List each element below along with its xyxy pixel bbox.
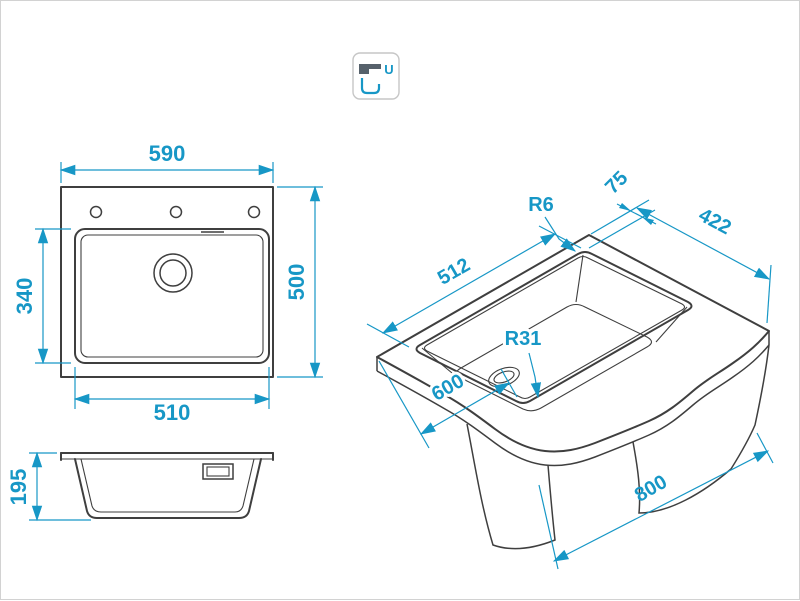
bowl-inner-line [80,234,264,358]
counter-section-icon [359,64,381,74]
mounting-type-icon: U [352,52,400,100]
leader-line [528,352,542,399]
dim-label-422: 422 [695,204,735,239]
dimension-line [635,207,771,280]
dim-bowl-depth: 340 [12,227,71,365]
leader-line [544,216,577,252]
extension-line [756,432,774,464]
dim-overall-depth: 500 [277,185,323,379]
dim-label-510: 510 [154,400,191,425]
drain-inner-circle [159,259,187,287]
dim-bowl-width: 510 [73,367,271,425]
mount-type-letter: U [384,62,393,77]
dim-label-75: 75 [601,167,632,198]
dim-rim-radius: R6 [525,191,577,252]
dim-label-195: 195 [6,469,31,506]
dim-label-r31: R31 [505,328,542,350]
faucet-hole-icon [169,205,183,219]
dim-bowl-radius: R31 [502,325,544,399]
overflow-box-outer [202,463,234,480]
overflow-box-inner [206,466,230,477]
dim-bowl-height: 195 [6,451,91,522]
arrowhead [642,217,654,225]
dim-label-r6: R6 [528,194,554,216]
cabinet-panel-left [466,423,556,550]
faucet-hole-icon [247,205,261,219]
bowl-rim-inner [423,255,686,400]
dim-rear-ledge: 75 [588,167,657,249]
extension-line [538,484,559,570]
top-view: 590 500 340 510 [12,141,323,425]
dimension-line [381,233,557,334]
dim-label-800: 800 [631,471,671,507]
bowl-outer-wall [74,458,262,519]
drain-outer-circle [153,253,193,293]
bowl-wall-edge [421,347,453,374]
dimension-line [552,450,770,562]
sink-outer-outline [60,186,274,378]
bowl-outline [74,228,270,364]
arrowhead [619,203,631,211]
dim-label-590: 590 [149,141,186,166]
bowl-inner-wall [80,458,255,513]
extension-line [766,264,772,324]
front-view: 195 [6,451,274,522]
bowl-bottom [455,303,653,412]
iso-view: 512 R6 75 422 R31 [366,167,774,570]
extension-line [538,225,582,249]
dimension-line [419,382,511,435]
extension-line [590,199,650,235]
dim-label-340: 340 [12,278,37,315]
extension-line [366,323,410,348]
dim-cabinet-width: 800 [538,432,774,570]
bowl-wall-edge [655,306,688,343]
faucet-hole-icon [89,205,103,219]
bowl-wall-edge [575,254,584,303]
dim-label-500: 500 [284,264,309,301]
undermount-curve-icon [360,78,381,95]
dim-overall-width: 590 [59,141,275,183]
